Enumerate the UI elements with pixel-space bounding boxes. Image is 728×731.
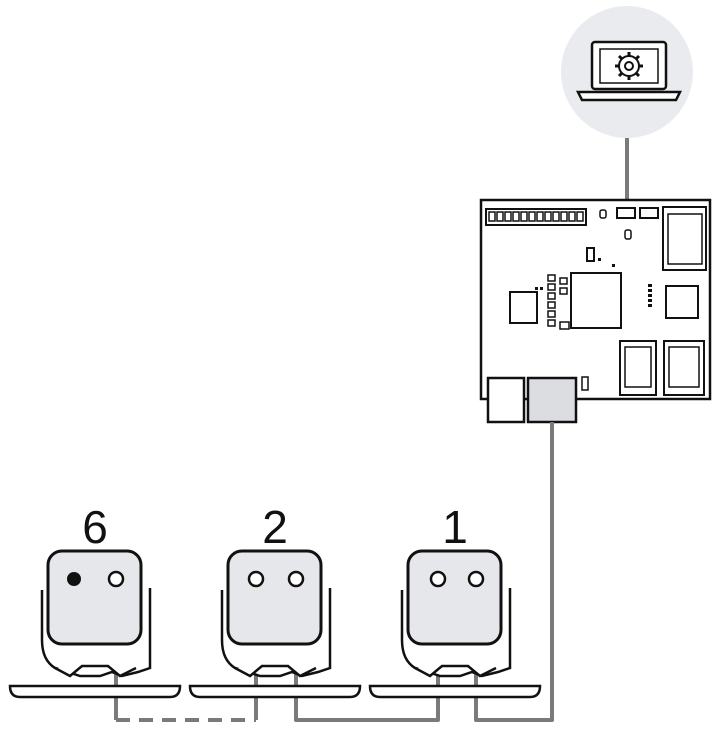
device-indicator-dot	[67, 572, 81, 586]
device-label: 1	[442, 501, 468, 553]
gear-icon	[615, 52, 643, 80]
device-port	[107, 570, 125, 588]
board-port-left	[486, 376, 526, 424]
device-port	[287, 570, 305, 588]
device-port	[429, 570, 447, 588]
device-body	[46, 549, 143, 646]
device-label: 6	[82, 501, 108, 553]
device-base	[188, 684, 362, 699]
bus-port	[526, 376, 578, 424]
device-6: 6	[8, 501, 182, 699]
device-body	[406, 549, 503, 646]
device-label: 2	[262, 501, 288, 553]
device-2: 2	[188, 501, 362, 699]
controller-board	[479, 198, 712, 424]
laptop-gear-icon	[575, 40, 683, 102]
computer-node	[561, 6, 693, 138]
device-base	[8, 684, 182, 699]
device-base	[368, 684, 542, 699]
device-1: 1	[368, 501, 542, 699]
device-port	[247, 570, 265, 588]
device-body	[226, 549, 323, 646]
usb-port	[616, 207, 636, 219]
device-port	[467, 570, 485, 588]
cpu-chip	[570, 272, 622, 329]
